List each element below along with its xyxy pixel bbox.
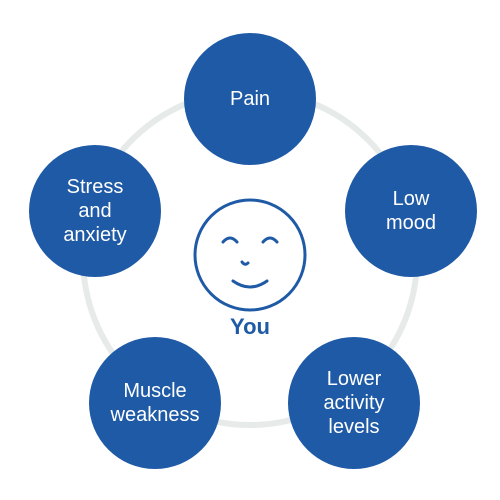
factor-pain-circle: Pain <box>184 33 316 165</box>
factor-lower-activity-circle: Lower activity levels <box>288 337 420 469</box>
center-you-label: You <box>230 314 270 339</box>
factor-pain-label: Pain <box>229 88 271 110</box>
factor-low-mood-label: Low mood <box>385 188 437 234</box>
factor-lower-activity-label: Lower activity levels <box>323 368 385 438</box>
factor-low-mood-circle: Low mood <box>345 145 477 277</box>
factor-stress-anxiety-label: Stress and anxiety <box>63 176 127 246</box>
factor-muscle-weakness-label: Muscle weakness <box>110 380 200 426</box>
factor-stress-anxiety-circle: Stress and anxiety <box>29 145 161 277</box>
smiley-face-icon <box>193 198 307 312</box>
factor-muscle-weakness-circle: Muscle weakness <box>89 337 221 469</box>
